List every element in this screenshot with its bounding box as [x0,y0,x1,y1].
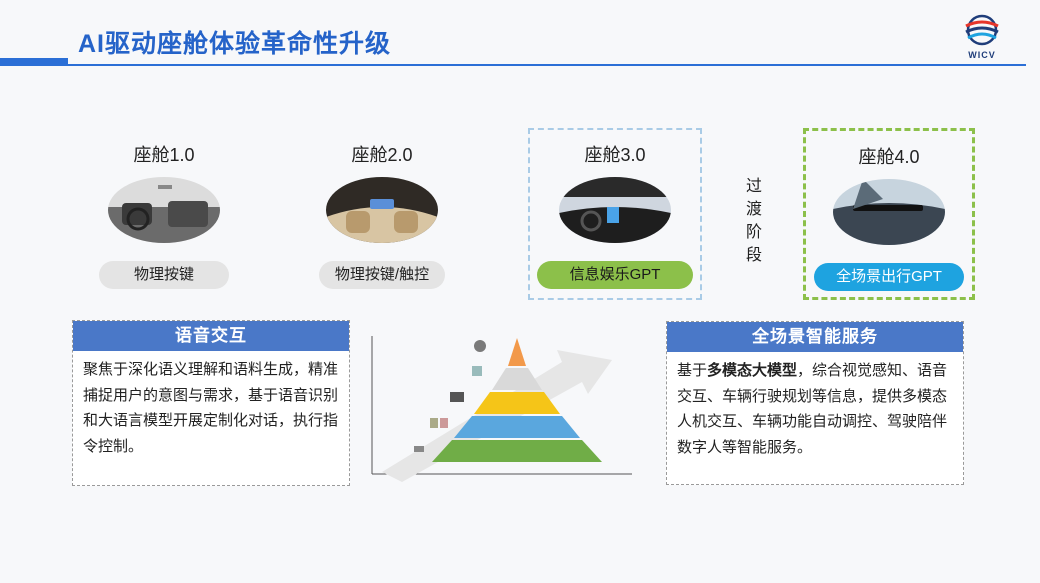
transition-char: 过 [745,178,762,195]
panel-heading: 全场景智能服务 [667,322,963,352]
stage-title: 座舱2.0 [351,145,413,165]
transition-char: 段 [745,247,762,264]
logo-icon [965,14,999,46]
slide-title: AI驱动座舱体验革命性升级 [78,30,392,58]
stage-2: 座舱2.0 物理按键/触控 [297,143,467,289]
stage-4-frame [803,128,975,300]
stage-3: 座舱3.0 信息娱乐GPT [530,143,700,289]
pyramid-layer-3 [474,392,560,414]
stage-label: 信息娱乐GPT [537,261,693,289]
logo-text: WICV [968,50,996,60]
cabin-evolution-pyramid [362,322,642,484]
cabin-3-image [559,177,671,243]
wicv-logo: WICV [960,10,1004,62]
stage-label: 物理按键/触控 [319,261,445,289]
title-underline [68,64,1026,66]
stage-1: 座舱1.0 物理按键 [79,143,249,289]
title-accent-bar [0,58,68,66]
stage-label: 全场景出行GPT [814,263,964,291]
panel-heading: 语音交互 [73,321,349,351]
stage-title: 座舱3.0 [584,145,646,165]
transition-char: 阶 [745,224,762,241]
pyramid-layer-5 [508,338,526,366]
body-prefix: 基于 [677,362,708,379]
pyramid-layer-4 [492,368,542,390]
cabin-4-image [833,179,945,245]
stage-title: 座舱1.0 [133,145,195,165]
body-suffix: ，综合视觉感知、语音交互、车辆行驶规划等信息，提供多模态人机交互、车辆功能自动调… [677,362,948,456]
body-bold: 多模态大模型 [707,362,798,379]
voice-interaction-panel: 语音交互 聚焦于深化语义理解和语料生成，精准捕捉用户的意图与需求，基于语音识别和… [72,320,350,486]
pyramid-layer-2 [454,416,580,438]
stage-3-frame [528,128,702,300]
transition-char: 渡 [745,201,762,218]
full-scene-service-panel: 全场景智能服务 基于多模态大模型，综合视觉感知、语音交互、车辆行驶规划等信息，提… [666,321,964,485]
stage-4: 座舱4.0 全场景出行GPT [804,145,974,291]
cabin-1-image [108,177,220,243]
panel-body: 聚焦于深化语义理解和语料生成，精准捕捉用户的意图与需求，基于语音识别和大语言模型… [83,361,339,455]
panel-body: 基于多模态大模型，综合视觉感知、语音交互、车辆行驶规划等信息，提供多模态人机交互… [667,352,963,466]
stage-label: 物理按键 [99,261,229,289]
transition-label: 过 渡 阶 段 [744,175,764,267]
cabin-2-image [326,177,438,243]
pyramid-layer-1 [432,440,602,462]
stage-title: 座舱4.0 [858,147,920,167]
